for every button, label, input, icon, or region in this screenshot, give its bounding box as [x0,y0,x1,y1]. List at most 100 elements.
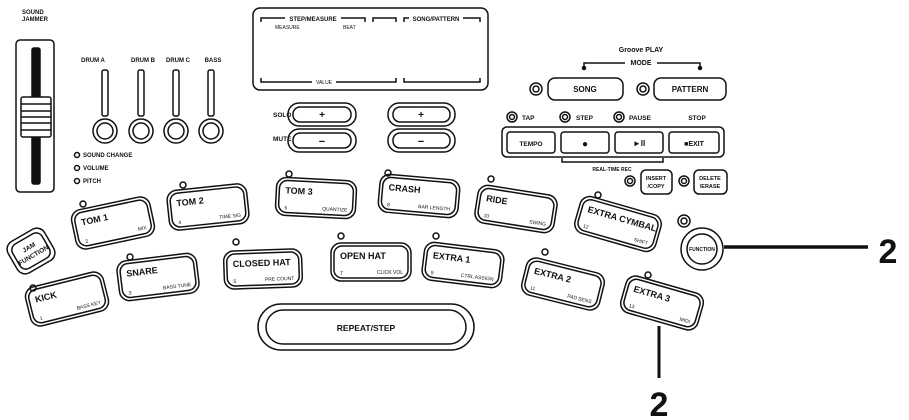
pad-name: TOM 3 [285,185,313,196]
sound-jammer-label: SOUND [22,10,44,16]
extra3-callout-number: 2 [650,386,669,420]
drum-a-knob[interactable] [92,118,118,144]
record-icon: ● [582,139,588,150]
pad-led [487,175,495,183]
pad-function-label: BASS TUNE [163,282,192,291]
repeat-step-button[interactable]: REPEAT/STEP [257,303,475,351]
value-label: VALUE [316,80,333,86]
pad-function-label: QUANTIZE [322,206,348,213]
bass-label: BASS [205,58,222,64]
pad-led [541,248,549,256]
sound-change-label: SOUND CHANGE [83,153,132,159]
svg-text:+: + [319,110,325,121]
svg-text:■EXIT: ■EXIT [684,141,705,148]
solo-label: SOLO [273,112,291,119]
pad-function-label: SWING [529,219,547,228]
mute-minus-button[interactable]: − [287,128,357,153]
svg-text:/ERASE: /ERASE [700,184,721,190]
sound-jammer-slider[interactable] [15,39,55,193]
pad-led [644,271,652,279]
instrument-sliders: DRUM A DRUM B DRUM C BASS [81,58,224,144]
lcd-display: STEP/MEASURE MEASURE BEAT SONG/PATTERN V… [252,7,489,91]
pad-number: 12 [582,224,589,231]
pad-name: TOM 2 [176,195,204,208]
pad-name: EXTRA 1 [432,250,471,265]
play-pause-icon: ►II [633,139,645,148]
song-pattern-label: SONG/PATTERN [413,17,460,23]
drum-b-knob[interactable] [128,118,154,144]
stop-exit-button[interactable]: ■EXIT [668,131,720,154]
insert-copy-button[interactable]: INSERT /COPY [640,169,673,195]
pad-led [285,170,293,178]
song-button[interactable]: SONG [547,77,624,101]
pause-label: PAUSE [629,115,652,122]
pad-function-label: PAD SENS [566,293,592,305]
beat-label: BEAT [343,25,356,31]
pitch-label: PITCH [83,179,101,185]
pad-number: 5 [233,279,236,285]
pad-name: OPEN HAT [340,251,386,261]
pad-led [594,191,602,199]
drum-b-label: DRUM B [131,58,156,64]
delete-erase-button[interactable]: DELETE /ERASE [693,169,728,195]
pad-led [232,238,240,246]
function-button[interactable]: FUNCTION [680,227,724,271]
pad-open-hat[interactable]: OPEN HAT 7 CLICK VOL [330,242,412,282]
pad-function-label: TIME SIG [219,213,242,221]
drum-c-label: DRUM C [166,58,191,64]
svg-text:−: − [319,136,325,148]
svg-text:SONG: SONG [573,85,597,94]
value-plus-button[interactable]: + [387,102,456,127]
solo-plus-button[interactable]: + [287,102,357,127]
pad-tom-2[interactable]: TOM 2 4 TIME SIG [166,183,250,231]
pad-function-label: CTRL ASSIGN [460,273,494,283]
pad-function-label: CLICK VOL [377,270,403,276]
pad-number: 11 [529,285,536,292]
pad-number: 9 [430,270,434,276]
pad-number: 2 [85,239,89,245]
drum-c-knob[interactable] [163,118,189,144]
pad-function-label: PRE COUNT [265,276,295,283]
pad-led [79,200,87,208]
sound-jammer-label-2: JAMMER [22,17,49,23]
step-label: STEP [576,115,594,122]
pad-number: 13 [628,303,635,310]
svg-text:FUNCTION: FUNCTION [689,247,715,253]
jam-function-button[interactable]: JAM FUNCTION [4,225,58,277]
svg-text:PATTERN: PATTERN [672,85,709,94]
pad-number: 10 [483,213,490,220]
pad-number: 4 [178,220,182,226]
function-callout-number: 2 [879,233,898,271]
bass-knob[interactable] [198,118,224,144]
pad-name: RIDE [486,193,509,206]
tempo-button[interactable]: TEMPO [506,131,556,154]
pad-number: 1 [39,315,43,322]
pad-name: SNARE [126,265,158,279]
mute-label: MUTE [273,136,292,143]
step-measure-label: STEP/MEASURE [289,17,336,23]
pad-number: 7 [340,271,343,277]
record-button[interactable]: ● [560,131,610,154]
measure-label: MEASURE [275,25,300,31]
pad-function-label: SHIFT [633,237,649,247]
value-minus-button[interactable]: − [387,128,456,153]
tap-label: TAP [522,115,535,122]
play-pause-button[interactable]: ►II [614,131,664,154]
pattern-button[interactable]: PATTERN [653,77,727,101]
svg-text:TEMPO: TEMPO [519,141,542,148]
pad-function-label: MIDI [679,317,691,326]
stop-label: STOP [688,115,706,122]
